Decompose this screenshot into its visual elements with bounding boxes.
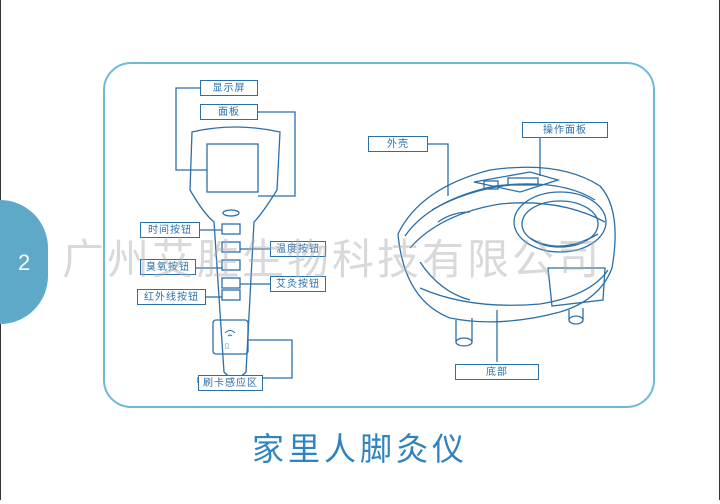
label-card-swipe-area: 刷卡感应区 [198, 375, 263, 391]
remote-control [189, 126, 281, 379]
remote-buttons [221, 209, 241, 301]
svg-text:▯: ▯ [225, 342, 229, 350]
label-ozone-button: 臭氧按钮 [140, 259, 196, 275]
page-caption: 家里人脚灸仪 [251, 430, 468, 468]
label-panel: 面板 [200, 104, 258, 120]
label-infrared-button: 红外线按钮 [137, 289, 206, 305]
label-display-screen: 显示屏 [200, 80, 258, 96]
label-base: 底部 [455, 364, 539, 380]
label-temperature-button: 温度按钮 [270, 241, 326, 257]
label-shell: 外壳 [368, 136, 428, 152]
remote-display-screen [206, 143, 259, 193]
card-swipe-pad [212, 319, 249, 355]
diagram-frame [103, 62, 655, 408]
label-moxa-button: 艾灸按钮 [270, 276, 326, 292]
watermark: 广州艾胜生物科技有限公司 [62, 235, 603, 284]
label-control-panel: 操作面板 [522, 122, 608, 138]
page-number: 2 [18, 250, 31, 275]
machine-body [397, 166, 616, 347]
label-time-button: 时间按钮 [140, 222, 200, 238]
